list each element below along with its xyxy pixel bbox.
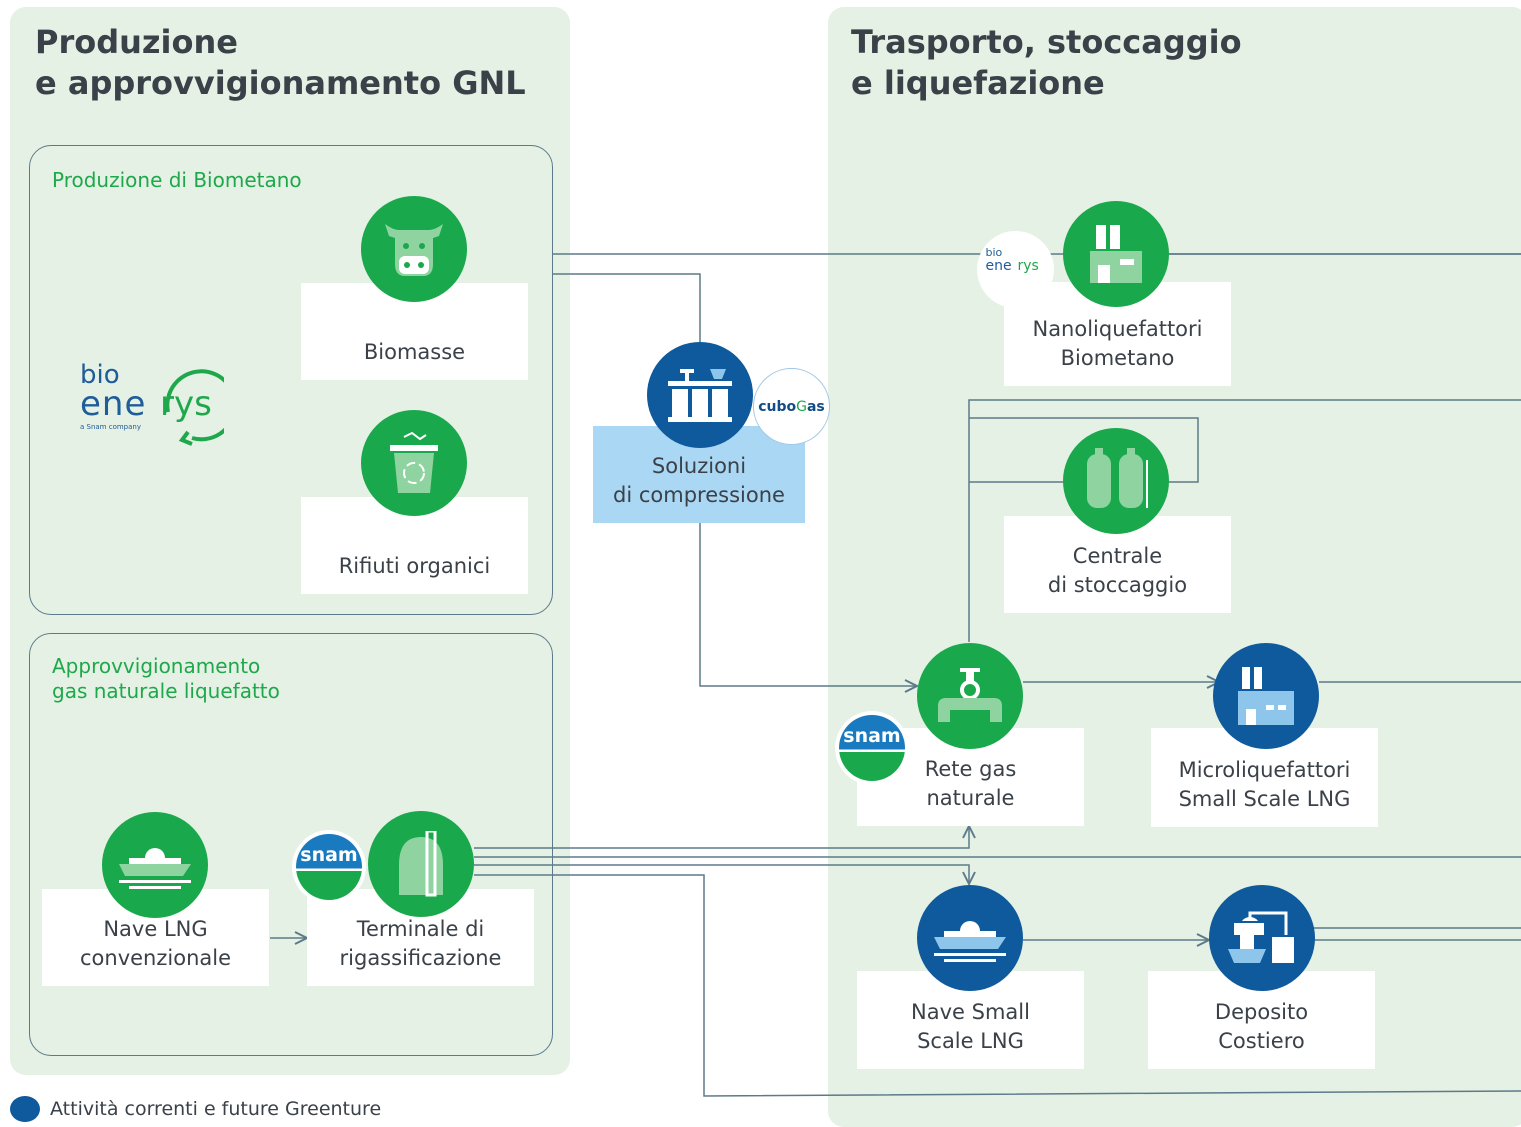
bioenerys-logo: bio ene rys a Snam company — [80, 360, 240, 456]
line-compression-to-rete — [699, 523, 917, 686]
line-bio-to-compression — [553, 273, 701, 345]
cow-icon — [361, 196, 467, 302]
line-terminal-to-rete — [474, 826, 969, 849]
node-biomasse-label: Biomasse — [363, 340, 466, 364]
coastal-depot-icon — [1209, 885, 1315, 991]
node-microliq-label: Microliquefattori Small Scale LNG — [1178, 758, 1351, 811]
snam-text-terminal: snam — [300, 844, 358, 866]
lng-ship-icon — [102, 812, 208, 918]
factory-icon — [1063, 201, 1169, 307]
biomethane-group-title: Produzione di Biometano — [52, 168, 302, 192]
right-section-title: Trasporto, stoccaggio e liquefazione — [851, 23, 1242, 102]
bioenerys-badge-ene: ene — [985, 257, 1012, 274]
snam-badge-terminal: snam — [292, 830, 366, 904]
cubogas-badge: cuboGas — [753, 368, 830, 445]
node-deposito-label: Deposito Costiero — [1214, 1000, 1309, 1053]
bioenerys-badge-inner: bio ene rys — [984, 246, 1048, 290]
compressor-icon — [647, 342, 753, 448]
cubogas-logo-text: cuboGas — [758, 399, 825, 415]
node-centrale-label: Centrale di stoccaggio — [1047, 544, 1188, 597]
snam-logo-terminal: snam — [296, 834, 362, 900]
snam-logo-rete: snam — [839, 715, 905, 781]
small-scale-ship-icon — [917, 885, 1023, 991]
node-nave-conv-label: Nave LNG convenzionale — [80, 917, 231, 970]
left-section-title: Produzione e approvvigionamento GNL — [35, 23, 526, 102]
regasification-tank-icon — [368, 811, 474, 917]
legend-dot-icon — [10, 1096, 40, 1122]
pipeline-valve-icon — [917, 643, 1023, 749]
node-nanoliq-label: Nanoliquefattori Biometano — [1032, 317, 1203, 370]
node-compressione-label: Soluzioni di compressione — [613, 454, 785, 507]
recycle-bin-icon — [361, 410, 467, 516]
biomethane-group — [29, 145, 553, 615]
micro-factory-icon — [1213, 643, 1319, 749]
snam-text-rete: snam — [843, 725, 901, 747]
lng-supply-group — [29, 633, 553, 1056]
bioenerys-logo-ene: ene — [80, 384, 147, 424]
bioenerys-ring-icon — [165, 369, 224, 446]
lng-supply-group-title: Approvvigionamento gas naturale liquefat… — [52, 654, 280, 703]
snam-badge-rete: snam — [835, 711, 909, 785]
bioenerys-logo-tagline: a Snam company — [80, 423, 141, 431]
node-terminale-label: Terminale di rigassificazione — [339, 917, 502, 970]
cubogas-text-c: as — [806, 398, 825, 415]
legend: Attività correnti e future Greenture — [10, 1096, 381, 1122]
line-terminal-bottom — [474, 874, 1521, 1097]
legend-label: Attività correnti e future Greenture — [50, 1098, 382, 1120]
cubogas-text-b: G — [796, 398, 807, 415]
line-rete-up — [968, 399, 1521, 642]
bioenerys-badge: bio ene rys — [977, 231, 1054, 308]
line-terminal-to-navess — [474, 864, 969, 884]
bioenerys-logo-bio: bio — [80, 360, 120, 390]
bioenerys-badge-bio: bio — [985, 245, 1003, 259]
cubogas-text-a: cubo — [758, 398, 797, 415]
node-rete-label: Rete gas naturale — [924, 757, 1017, 810]
bioenerys-badge-rys: rys — [1017, 257, 1039, 274]
node-nave-ss-label: Nave Small Scale LNG — [911, 1000, 1030, 1053]
node-nanoliquefattori: Nanoliquefattori Biometano — [1004, 282, 1231, 386]
node-rifiuti-label: Rifiuti organici — [338, 554, 491, 578]
storage-tanks-icon — [1063, 428, 1169, 534]
node-deposito-costiero: Deposito Costiero — [1148, 971, 1375, 1069]
